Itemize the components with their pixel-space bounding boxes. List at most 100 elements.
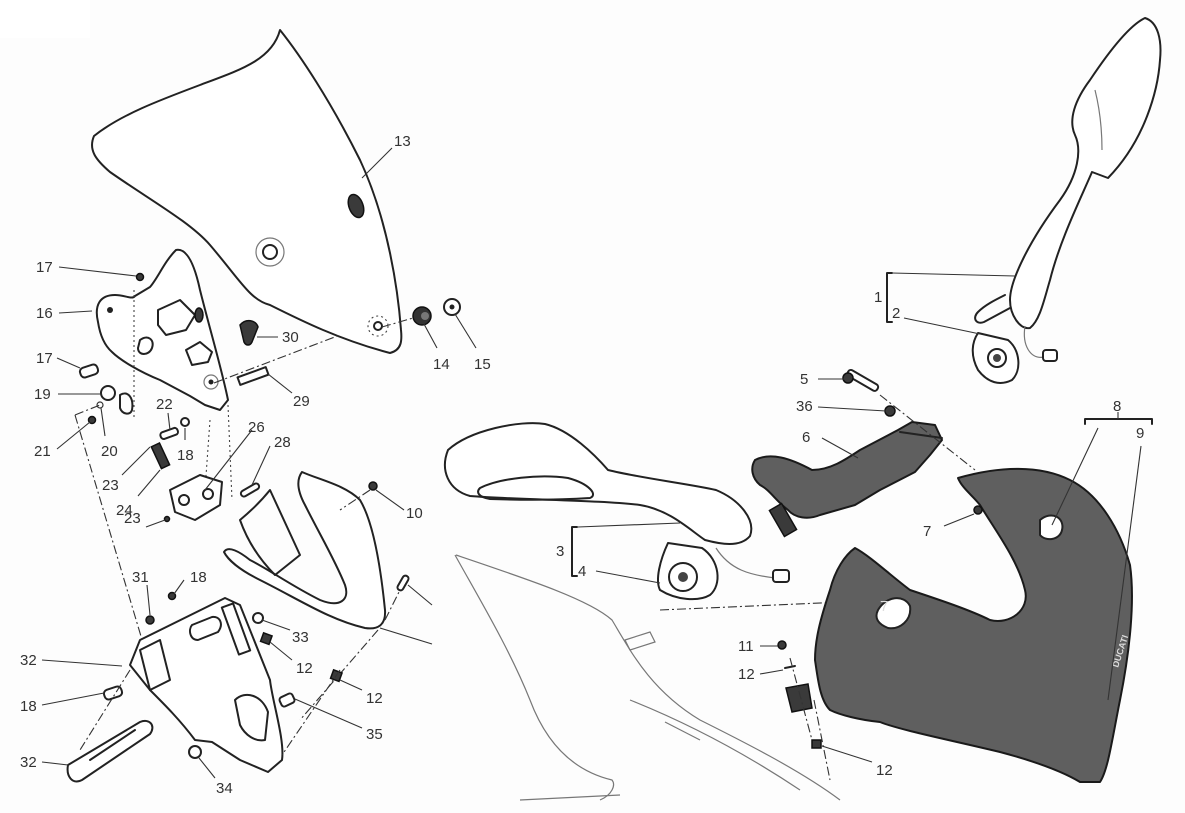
nut-18c[interactable] [167,591,177,601]
inner-cover[interactable] [223,471,410,630]
callout-22: 22 [156,396,173,431]
callout-16: 16 [36,305,93,322]
svg-text:35: 35 [366,726,383,743]
svg-text:23: 23 [124,510,141,527]
blank-header-area [0,0,90,38]
svg-text:17: 17 [36,259,53,276]
callout-23a: 23 [102,446,151,494]
grommet[interactable] [412,306,432,326]
svg-text:26: 26 [248,419,265,436]
callout-6: 6 [802,429,859,459]
screw-17a[interactable] [78,363,100,379]
mirror-left-base[interactable] [657,542,790,601]
bushing-19[interactable] [100,385,134,415]
svg-text:12: 12 [366,690,383,707]
svg-text:6: 6 [802,429,810,446]
screw-21[interactable] [87,415,97,425]
svg-text:31: 31 [132,569,149,586]
bracket-31[interactable] [66,720,154,783]
washer[interactable] [443,298,461,316]
motorcycle-body-outline [454,554,841,801]
svg-text:7: 7 [880,598,888,615]
svg-text:10: 10 [406,505,423,522]
callout-18b: 18 [177,428,194,464]
spacer-33[interactable] [278,692,296,708]
screw-10b[interactable] [777,640,787,650]
screw-5[interactable] [842,368,880,392]
callout-29: 31 [132,569,151,616]
svg-text:18: 18 [190,569,207,586]
callout-28: 30 [257,329,299,346]
support-25[interactable] [169,474,223,521]
rubber-grommet-32a[interactable] [252,612,264,624]
svg-text:18: 18 [177,447,194,464]
callout-10b: 11 [738,638,778,655]
callout-36: 36 [796,398,887,415]
svg-text:12: 12 [738,666,755,683]
svg-text:20: 20 [101,443,118,460]
nut-18a[interactable] [135,272,145,282]
callout-27: 29 [267,373,310,410]
svg-text:28: 28 [274,434,291,451]
svg-text:2: 2 [892,305,900,322]
svg-text:3: 3 [556,543,564,560]
svg-text:29: 29 [293,393,310,410]
spring-24[interactable] [150,442,171,470]
clip-nut-12c[interactable] [811,739,822,749]
nut-7a[interactable] [973,505,983,515]
svg-text:19: 19 [34,386,51,403]
callout-1-2-bracket: 1 2 [874,272,1016,335]
svg-text:1: 1 [874,289,882,306]
svg-text:24: 24 [116,502,133,519]
callout-24: 24 [116,469,161,519]
callout-14: 14 [423,323,450,373]
screw-22[interactable] [159,426,179,440]
washer-36[interactable] [884,405,896,417]
svg-text:7: 7 [923,523,931,540]
svg-text:4: 4 [578,563,586,580]
svg-text:8: 8 [1113,398,1121,415]
callout-30: 32 [20,652,123,669]
clip-nut-12a[interactable] [259,631,274,646]
svg-text:9: 9 [1136,425,1144,442]
screw-17b[interactable] [102,685,124,701]
mirror-right-base[interactable] [971,325,1058,384]
callout-17a: 17 [36,350,81,369]
headlight-bracket[interactable] [95,248,229,411]
rubber-grommet-32b[interactable] [188,745,202,759]
svg-text:21: 21 [34,443,51,460]
callout-7a: 7 [923,513,975,540]
svg-text:32: 32 [20,754,37,771]
svg-text:34: 34 [216,780,233,797]
screw-26[interactable] [239,482,261,498]
instrument-bracket[interactable] [129,597,284,773]
nut-18b[interactable] [180,417,190,427]
svg-text:13: 13 [394,133,411,150]
mirror-left[interactable] [444,422,753,545]
windscreen[interactable] [91,29,403,354]
callout-25: 26 [204,419,265,491]
svg-text:23: 23 [102,477,119,494]
rubber-pad[interactable] [239,319,259,346]
fairing-panel[interactable] [785,467,1133,783]
callout-21: 21 [34,421,91,460]
svg-text:14: 14 [433,356,450,373]
spacer-27[interactable] [236,366,270,386]
callout-19: 19 [34,386,102,403]
washer-20[interactable] [96,401,104,409]
svg-text:12: 12 [296,660,313,677]
svg-text:5: 5 [800,371,808,388]
callout-32b: 34 [198,757,233,797]
washer-23b[interactable] [163,515,171,523]
svg-text:32: 32 [20,652,37,669]
callout-11: 12 [738,666,784,683]
mirror-right[interactable] [974,17,1162,330]
svg-text:15: 15 [474,356,491,373]
washer-11[interactable] [784,665,796,669]
fairing-bracket[interactable] [751,421,943,538]
screw-29[interactable] [145,615,155,625]
callout-8-9-bracket: 8 9 [1051,398,1153,701]
svg-text:12: 12 [876,762,893,779]
callout-3-4-bracket: 3 4 [556,522,681,584]
callout-34 [379,627,433,645]
